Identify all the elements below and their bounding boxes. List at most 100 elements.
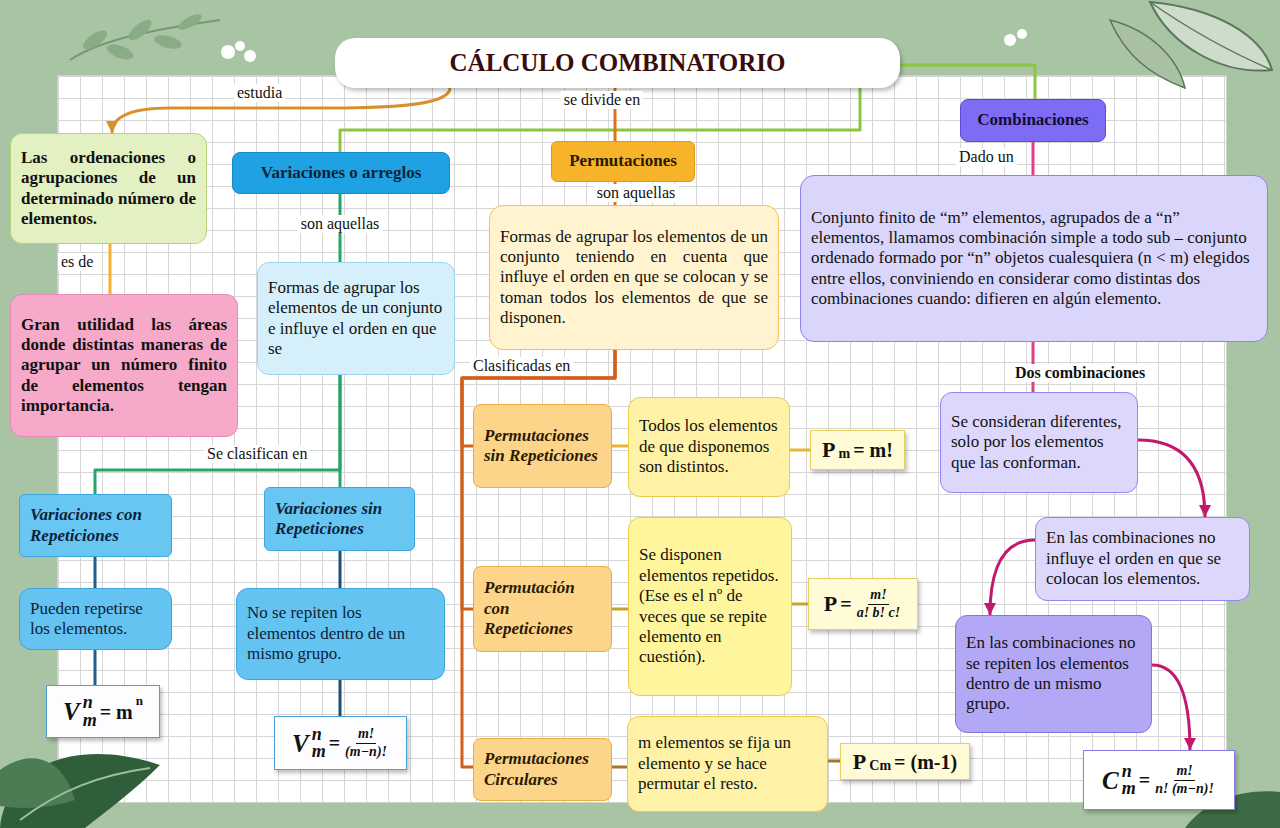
edge-label: es de [58, 253, 96, 271]
node-text: CÁLCULO COMBINATORIO [345, 48, 890, 78]
numerator: m! [868, 587, 888, 604]
formula-part: n [136, 694, 143, 707]
arrowhead [1199, 505, 1211, 517]
edge-label: Dado un [956, 148, 1017, 166]
definition-box: Formas de agrupar los elementos de un co… [257, 262, 455, 375]
node-text: Permutaciones Circulares [484, 749, 601, 790]
formula-index: m [1122, 780, 1136, 797]
description-box: No se repiten los elementos dentro de un… [236, 588, 445, 680]
node-text: Se consideran diferentes, solo por los e… [951, 412, 1127, 473]
formula-note: Vnm= mn [46, 685, 160, 738]
connector [612, 445, 628, 448]
connector [339, 551, 342, 588]
node-text: Permutaciones [562, 151, 684, 171]
node-text: Se disponen elementos repetidos. (Ese es… [639, 545, 781, 667]
node-text: Formas de agrupar los elementos de un co… [500, 227, 768, 329]
node-text: Permutación con Repeticiones [484, 578, 601, 639]
edge-label: Clasificadas en [470, 357, 573, 375]
connector [109, 244, 112, 294]
index-stack: nm [83, 694, 97, 728]
node-text: Pueden repetirse los elementos. [30, 599, 161, 640]
formula-part: = (m-1) [894, 752, 957, 772]
formula: Vnm=m!(m−n)! [281, 726, 400, 760]
title-banner: CÁLCULO COMBINATORIO [335, 38, 900, 88]
type-box: Permutaciones sin Repeticiones [473, 404, 612, 488]
formula-note: Pm= m! [810, 430, 905, 470]
formula-part: V [292, 731, 309, 756]
node-text: m elementos se fija un elemento y se hac… [638, 733, 817, 794]
formula: PCm= (m-1) [847, 751, 963, 773]
node-text: Variaciones con Repeticiones [30, 505, 161, 546]
connector [792, 603, 808, 606]
formula-part: P [853, 751, 866, 773]
connector [828, 760, 840, 763]
concept-box: Gran utilidad las áreas donde distintas … [10, 294, 238, 437]
property-box: En las combinaciones no se repiten los e… [955, 615, 1152, 733]
node-text: Gran utilidad las áreas donde distintas … [21, 315, 227, 417]
formula-note: Vnm=m!(m−n)! [274, 716, 407, 770]
edge-label: Dos combinaciones [1012, 364, 1148, 382]
edge-label: estudia [234, 84, 285, 102]
formula-part: = [1139, 770, 1150, 790]
fraction: m!(m−n)! [343, 726, 389, 759]
node-text: Combinaciones [971, 110, 1095, 130]
formula-index: m [312, 743, 326, 760]
formula-part: P [822, 439, 835, 461]
connector [612, 608, 628, 611]
formula-part: V [63, 699, 80, 724]
formula-part: m [839, 447, 851, 461]
denominator: n! (m−n)! [1153, 781, 1216, 797]
connector [94, 557, 97, 588]
node-text: Todos los elementos de que disponemos so… [639, 416, 779, 477]
connector [94, 650, 97, 685]
formula-note: P=m!a! b! c! [808, 578, 918, 630]
connector [990, 540, 1035, 615]
formula-index: n [1122, 763, 1132, 780]
connector [462, 350, 615, 767]
formula-part: P [824, 593, 837, 615]
description-box: Se disponen elementos repetidos. (Ese es… [628, 517, 792, 696]
formula-index: m [83, 712, 97, 729]
edge-label: son aquellas [298, 215, 383, 233]
fraction: m!a! b! c! [855, 587, 903, 620]
formula-part: = [329, 733, 340, 753]
concept-box: Las ordenaciones o agrupaciones de un de… [10, 133, 207, 244]
connector [1138, 440, 1205, 517]
connector [1032, 142, 1035, 175]
numerator: m! [1174, 763, 1194, 780]
connector [612, 766, 627, 769]
type-box: Variaciones sin Repeticiones [264, 487, 415, 551]
formula-part: Cm [869, 759, 891, 773]
edge-label: son aquellas [594, 184, 679, 202]
category-box: Permutaciones [551, 141, 695, 182]
node-text: Conjunto finito de “m” elementos, agrupa… [811, 208, 1257, 310]
fraction: m!n! (m−n)! [1153, 763, 1216, 796]
node-text: Las ordenaciones o agrupaciones de un de… [21, 148, 196, 230]
node-text: En las combinaciones no influye el orden… [1046, 528, 1239, 589]
node-text: Permutaciones sin Repeticiones [484, 426, 601, 467]
type-box: Permutación con Repeticiones [473, 566, 612, 652]
connector [339, 680, 342, 716]
connector [339, 375, 342, 487]
edge-label: se divide en [561, 91, 643, 109]
definition-box: Conjunto finito de “m” elementos, agrupa… [800, 175, 1268, 342]
formula-part: = m [100, 702, 133, 722]
numerator: m! [356, 726, 376, 743]
formula-index: n [312, 726, 322, 743]
property-box: Se consideran diferentes, solo por los e… [940, 392, 1138, 493]
formula-part: = m! [853, 440, 893, 460]
description-box: m elementos se fija un elemento y se hac… [627, 716, 828, 812]
definition-box: Formas de agrupar los elementos de un co… [489, 205, 779, 350]
type-box: Variaciones con Repeticiones [19, 494, 172, 557]
formula-part: C [1102, 768, 1119, 793]
formula: P=m!a! b! c! [815, 587, 911, 620]
node-text: Variaciones o arreglos [243, 163, 439, 183]
formula-part: = [840, 594, 851, 614]
denominator: a! b! c! [855, 605, 903, 621]
index-stack: nm [312, 726, 326, 760]
property-box: En las combinaciones no influye el orden… [1035, 517, 1250, 601]
connector [790, 449, 810, 452]
category-box: Combinaciones [960, 99, 1106, 142]
formula-note: Cnm=m!n! (m−n)! [1083, 750, 1235, 810]
formula-note: PCm= (m-1) [840, 743, 970, 780]
